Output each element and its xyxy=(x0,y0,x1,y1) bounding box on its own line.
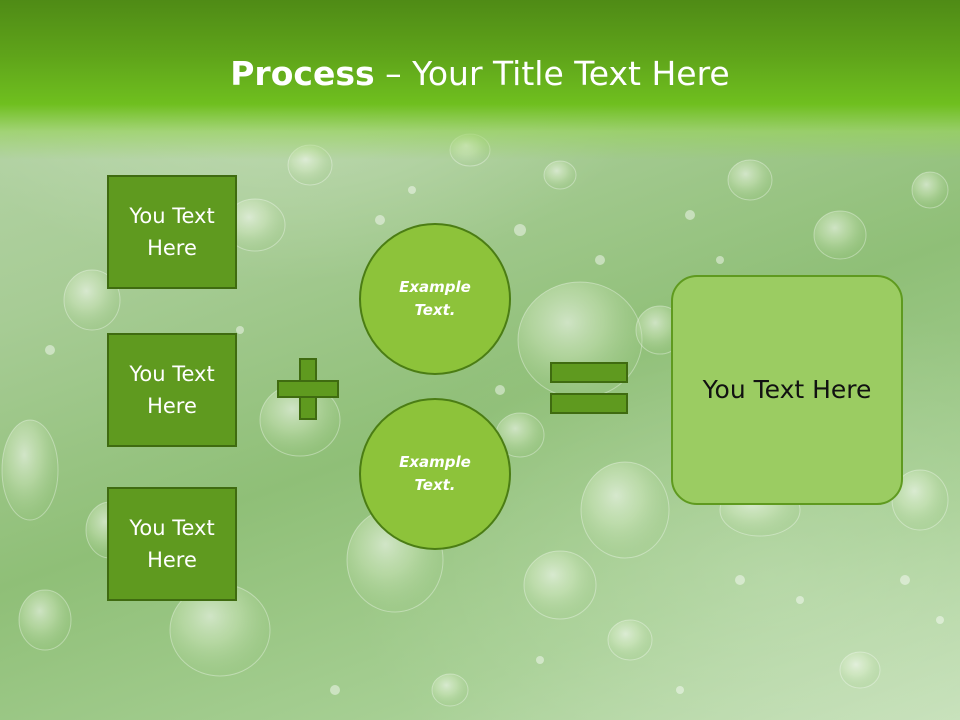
result-box[interactable]: You Text Here xyxy=(671,275,903,505)
slide-title[interactable]: Process – Your Title Text Here xyxy=(0,52,960,96)
plus-icon xyxy=(277,358,339,420)
text-box-3[interactable]: You Text Here xyxy=(107,487,237,601)
slide-title-rest: – Your Title Text Here xyxy=(374,54,730,93)
text-box-2[interactable]: You Text Here xyxy=(107,333,237,447)
slide-title-bold: Process xyxy=(230,54,375,93)
text-box-1-label: You Text Here xyxy=(129,204,215,260)
equals-icon xyxy=(550,362,628,414)
example-circle-2[interactable]: Example Text. xyxy=(359,398,511,550)
example-circle-1-label: Example Text. xyxy=(399,278,471,319)
title-bar xyxy=(0,0,960,160)
example-circle-1[interactable]: Example Text. xyxy=(359,223,511,375)
example-circle-2-label: Example Text. xyxy=(399,453,471,494)
text-box-2-label: You Text Here xyxy=(129,362,215,418)
text-box-1[interactable]: You Text Here xyxy=(107,175,237,289)
result-box-label: You Text Here xyxy=(702,375,872,404)
text-box-3-label: You Text Here xyxy=(129,516,215,572)
